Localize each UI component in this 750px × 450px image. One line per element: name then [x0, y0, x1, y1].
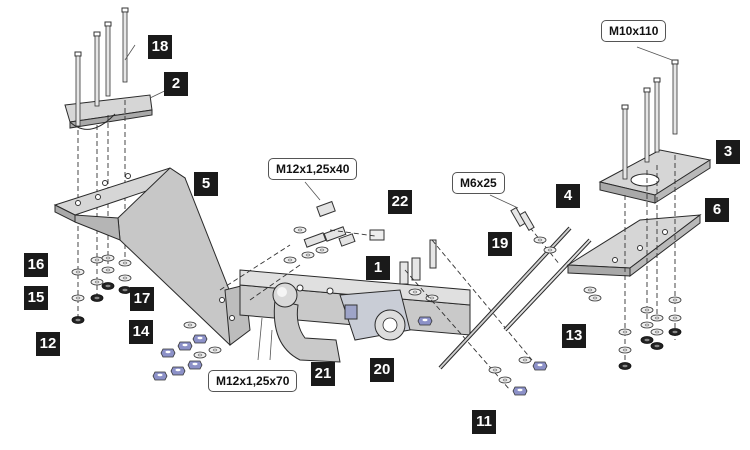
callout-15: 15	[24, 286, 48, 310]
left-washers-nuts	[71, 254, 132, 324]
bolts-m12x40	[283, 200, 385, 264]
center-bolts	[399, 239, 439, 326]
spec-m12x125x40: M12x1,25x40	[268, 158, 358, 180]
callout-6: 6	[705, 198, 729, 222]
callout-14: 14	[129, 320, 153, 344]
callout-2: 2	[164, 72, 188, 96]
callout-5: 5	[194, 172, 218, 196]
tow-ball	[272, 282, 341, 363]
socket-bracket	[339, 289, 411, 341]
callout-13: 13	[562, 324, 586, 348]
callout-22: 22	[388, 190, 412, 214]
callout-3: 3	[716, 140, 740, 164]
callout-17: 17	[130, 287, 154, 311]
callout-1: 1	[366, 256, 390, 280]
callout-4: 4	[556, 184, 580, 208]
left-bracket	[53, 167, 251, 346]
right-washers-nuts	[618, 296, 682, 370]
spec-m6x25: M6x25	[452, 172, 505, 194]
right-top-plate	[598, 149, 712, 204]
callout-16: 16	[24, 253, 48, 277]
leader-lines	[124, 44, 673, 361]
left-top-plate	[64, 94, 153, 130]
callout-19: 19	[488, 232, 512, 256]
callout-20: 20	[370, 358, 394, 382]
callout-11: 11	[472, 410, 496, 434]
right-bottom-plate	[566, 213, 702, 278]
bolts-m6	[510, 207, 557, 254]
spec-m10x110: M10x110	[601, 20, 667, 42]
callout-12: 12	[36, 332, 60, 356]
spec-m12x125x70: M12x1,25x70	[208, 370, 298, 392]
callout-21: 21	[311, 362, 335, 386]
callout-18: 18	[148, 35, 172, 59]
